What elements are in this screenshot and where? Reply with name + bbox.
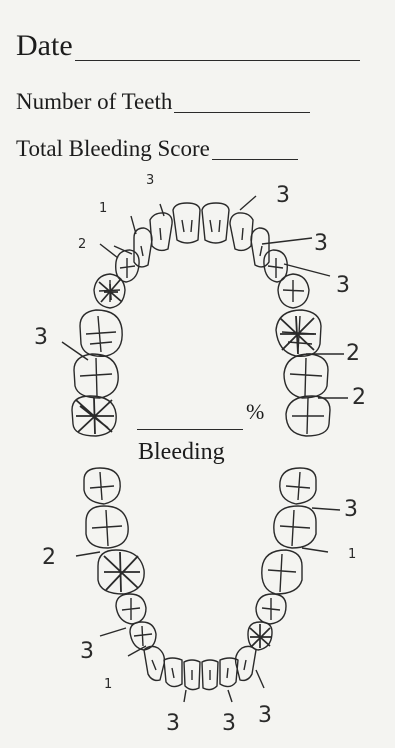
lower-arch: [76, 468, 340, 702]
tooth-upper-lateral-left: [150, 213, 172, 251]
upper-arch: [62, 196, 348, 436]
percent-sign: %: [246, 401, 264, 423]
tooth-upper-canine-left: [134, 228, 152, 267]
score-upper-2: 3: [146, 173, 154, 188]
tooth-upper-lateral-right: [230, 213, 253, 251]
score-lower-7: 3: [222, 711, 236, 736]
score-upper-6: 3: [336, 273, 350, 298]
score-lower-8: 3: [258, 703, 272, 728]
score-upper-5: 3: [314, 231, 328, 256]
score-upper-7: 3: [34, 325, 48, 350]
bleeding-label: Bleeding: [138, 440, 225, 464]
tooth-lower-canine-left: [144, 646, 164, 680]
tooth-upper-central-right: [202, 203, 229, 243]
score-upper-4: 2: [78, 237, 86, 252]
score-lower-4: 3: [80, 639, 94, 664]
score-lower-2: 1: [348, 547, 356, 562]
tooth-upper-central-left: [173, 203, 200, 243]
bleeding-percent-blank[interactable]: [137, 409, 243, 430]
score-lower-6: 3: [166, 711, 180, 736]
score-upper-8: 2: [346, 341, 360, 366]
score-lower-5: 1: [104, 677, 112, 692]
score-lower-3: 2: [42, 545, 56, 570]
score-upper-1: 1: [99, 201, 107, 216]
score-lower-1: 3: [344, 497, 358, 522]
lower-scores: 3 1 2 3 1 3 3 3: [42, 497, 358, 736]
score-upper-9: 2: [352, 385, 366, 410]
tooth-upper-canine-right: [251, 228, 269, 267]
score-upper-3: 3: [276, 183, 290, 208]
